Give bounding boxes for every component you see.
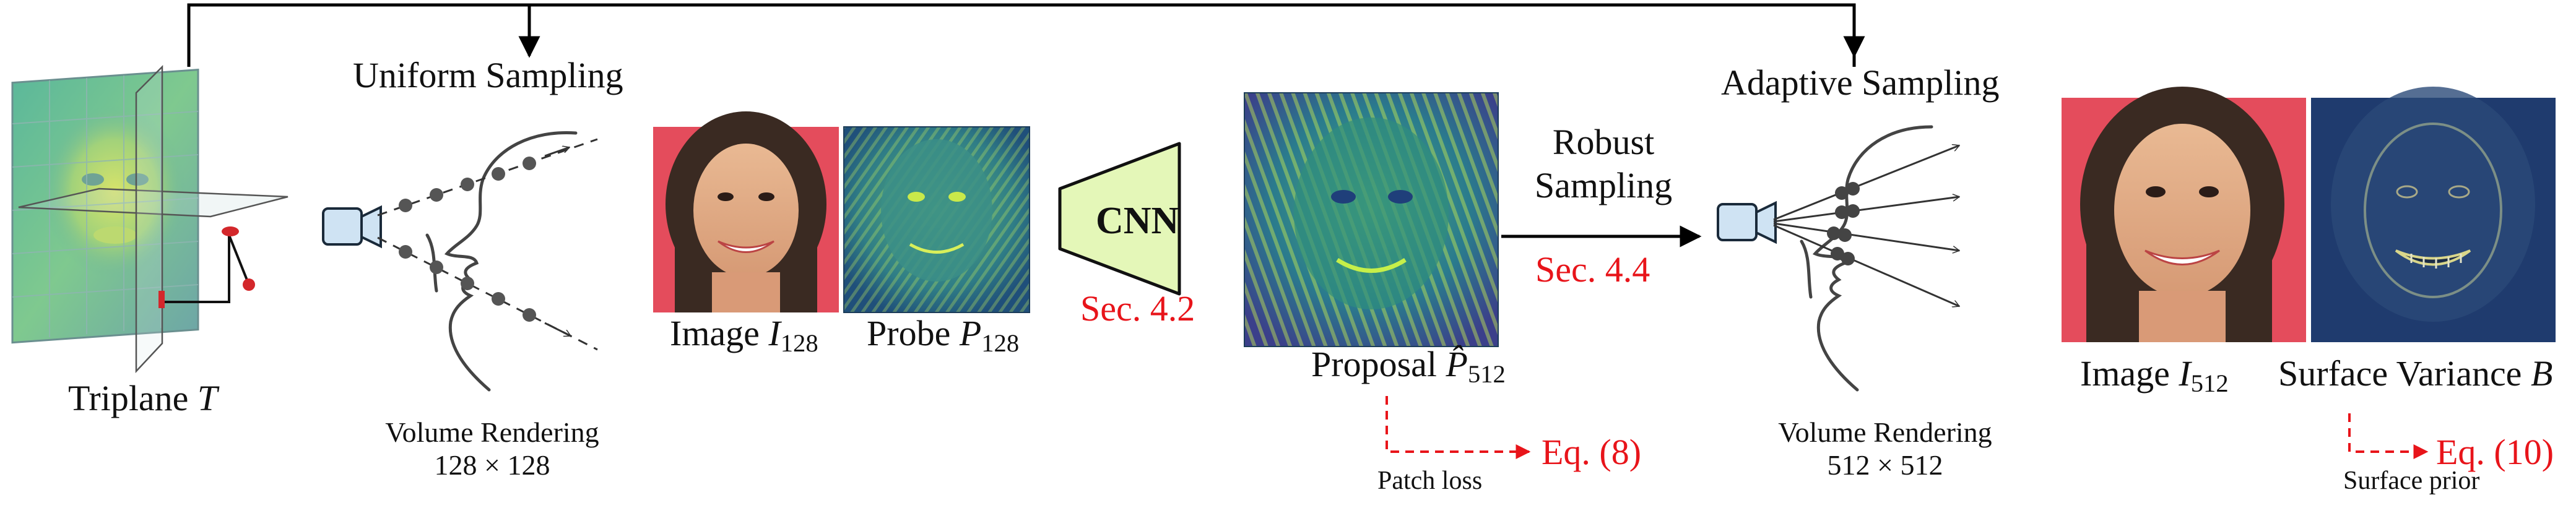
surface-variance-label: Surface Variance B bbox=[2278, 353, 2553, 394]
cnn-section-ref: Sec. 4.2 bbox=[1080, 288, 1195, 329]
patch-loss-connector bbox=[1386, 396, 1531, 459]
cnn-label: CNN bbox=[1096, 200, 1179, 242]
uniform-volume-rendering-label: Volume Rendering 128 × 128 bbox=[385, 416, 599, 481]
patch-loss-eq: Eq. (8) bbox=[1542, 432, 1642, 472]
uniform-rays bbox=[377, 138, 598, 351]
image-512-label: Image I512 bbox=[2080, 353, 2229, 398]
image-512-thumbnail bbox=[2062, 87, 2306, 342]
cnn-block bbox=[1058, 142, 1181, 296]
camera-icon-uniform bbox=[322, 205, 382, 249]
robust-sampling-label: Robust Sampling bbox=[1534, 122, 1673, 205]
image-128-thumbnail bbox=[653, 111, 839, 312]
surface-prior-connector bbox=[2348, 413, 2429, 459]
head-profile-adaptive bbox=[1800, 125, 1933, 392]
proposal-512-thumbnail bbox=[1244, 92, 1499, 347]
surface-prior-label: Surface prior bbox=[2343, 467, 2480, 495]
top-connector bbox=[187, 3, 1865, 67]
adaptive-volume-rendering-label: Volume Rendering 512 × 512 bbox=[1778, 416, 1992, 481]
adaptive-rays bbox=[1773, 145, 1959, 306]
robust-sampling-section-ref: Sec. 4.4 bbox=[1535, 249, 1650, 290]
surface-variance-thumbnail bbox=[2311, 87, 2556, 342]
image-128-label: Image I128 bbox=[670, 313, 818, 358]
surface-prior-eq: Eq. (10) bbox=[2436, 432, 2554, 472]
probe-128-label: Probe P128 bbox=[867, 313, 1020, 358]
camera-icon-adaptive bbox=[1717, 200, 1777, 244]
uniform-sampling-title: Uniform Sampling bbox=[353, 55, 623, 95]
proposal-label: Proposal P̂512 bbox=[1311, 344, 1506, 389]
triplane-figure bbox=[11, 64, 288, 374]
probe-128-thumbnail bbox=[843, 126, 1030, 313]
triplane-label: Triplane T bbox=[68, 378, 218, 418]
adaptive-sampling-title: Adaptive Sampling bbox=[1721, 62, 2000, 103]
patch-loss-label: Patch loss bbox=[1377, 467, 1483, 495]
